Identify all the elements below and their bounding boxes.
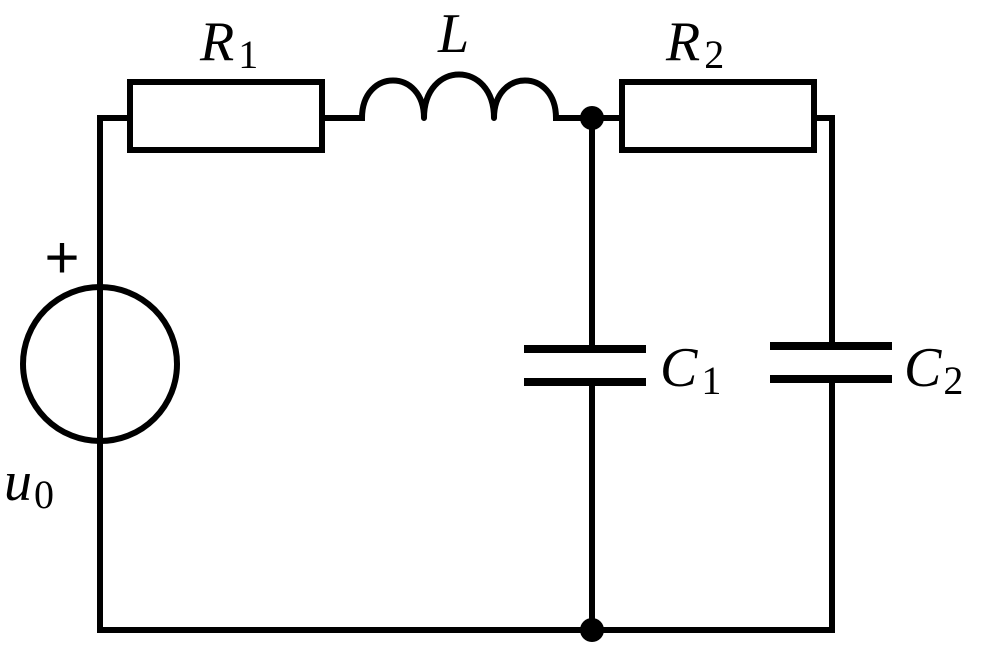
source-polarity-plus: + — [44, 224, 79, 291]
label-c2: C2 — [904, 337, 963, 403]
capacitor-c1 — [524, 345, 646, 386]
voltage-source-circle — [20, 284, 180, 444]
capacitor-c2 — [770, 342, 892, 383]
wires — [97, 115, 835, 633]
label-l: L — [437, 3, 469, 65]
inductor-l — [359, 71, 559, 121]
voltage-source-u0: + — [20, 224, 180, 444]
resistor-r2 — [619, 79, 817, 153]
label-u0: u0 — [4, 451, 54, 517]
junction-bottom — [580, 618, 604, 642]
resistor-r1 — [127, 79, 325, 153]
junction-top — [580, 106, 604, 130]
